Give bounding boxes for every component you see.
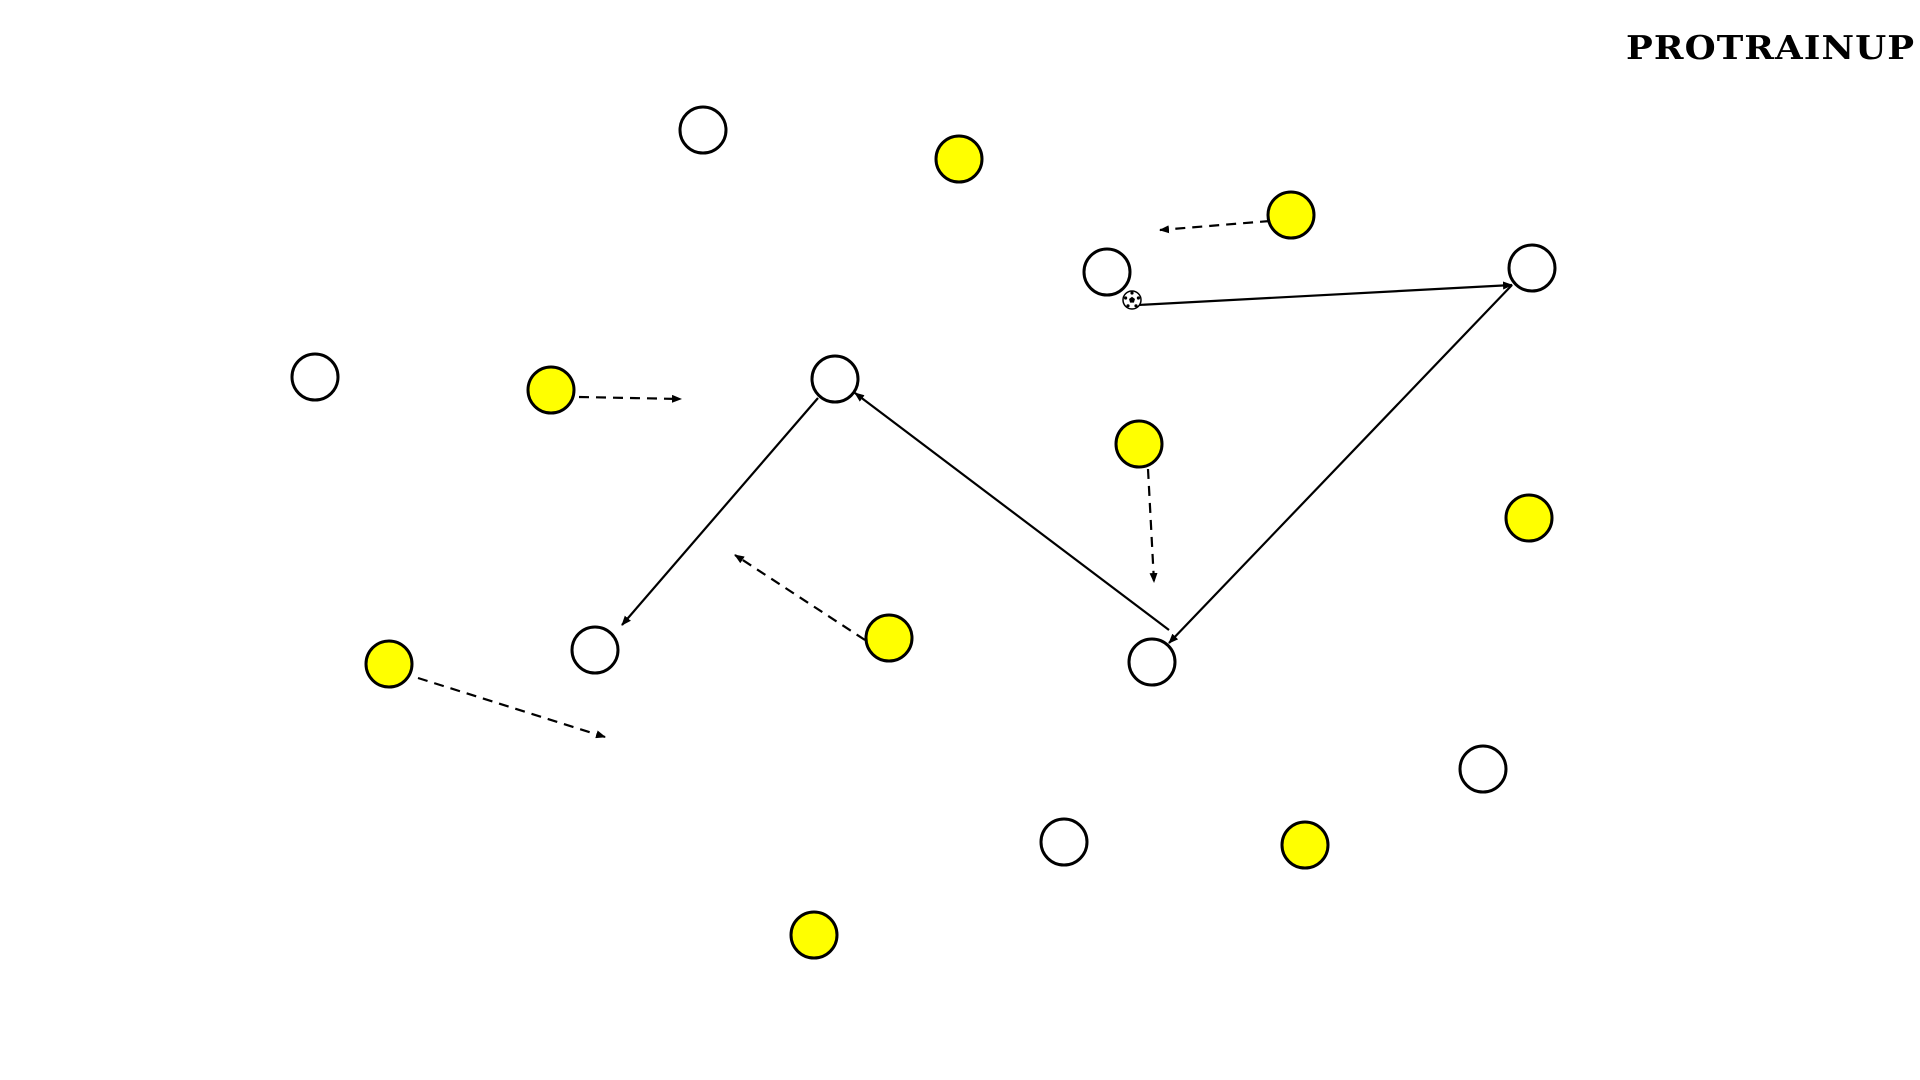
white-player xyxy=(678,105,728,155)
white-team xyxy=(290,105,1557,867)
white-player xyxy=(290,352,340,402)
pass-arrow xyxy=(1137,281,1513,307)
yellow-player xyxy=(1280,820,1330,870)
movement-arrow xyxy=(734,554,866,641)
soccer-ball-icon xyxy=(1122,290,1142,310)
yellow-player xyxy=(364,639,414,689)
movement-arrow xyxy=(578,394,682,403)
white-player xyxy=(1127,637,1177,687)
yellow-player xyxy=(1504,493,1554,543)
yellow-player xyxy=(934,134,984,184)
pass-arrow xyxy=(1168,284,1513,644)
white-player xyxy=(1507,243,1557,293)
movement-lines xyxy=(417,219,1271,739)
yellow-player xyxy=(526,365,576,415)
white-player xyxy=(1039,817,1089,867)
yellow-player xyxy=(1114,419,1164,469)
white-player xyxy=(570,625,620,675)
yellow-player xyxy=(864,613,914,663)
white-player xyxy=(1082,247,1132,297)
white-player xyxy=(810,354,860,404)
pass-arrow xyxy=(621,397,819,626)
pass-lines xyxy=(621,281,1513,644)
pass-arrow xyxy=(854,392,1170,631)
brand-logo: PROTRAINUP xyxy=(1626,28,1916,67)
yellow-team xyxy=(364,134,1554,960)
movement-arrow xyxy=(1146,468,1158,583)
white-player xyxy=(1458,744,1508,794)
yellow-player xyxy=(1266,190,1316,240)
yellow-player xyxy=(789,910,839,960)
movement-arrow xyxy=(417,676,606,739)
movement-arrow xyxy=(1159,219,1271,234)
